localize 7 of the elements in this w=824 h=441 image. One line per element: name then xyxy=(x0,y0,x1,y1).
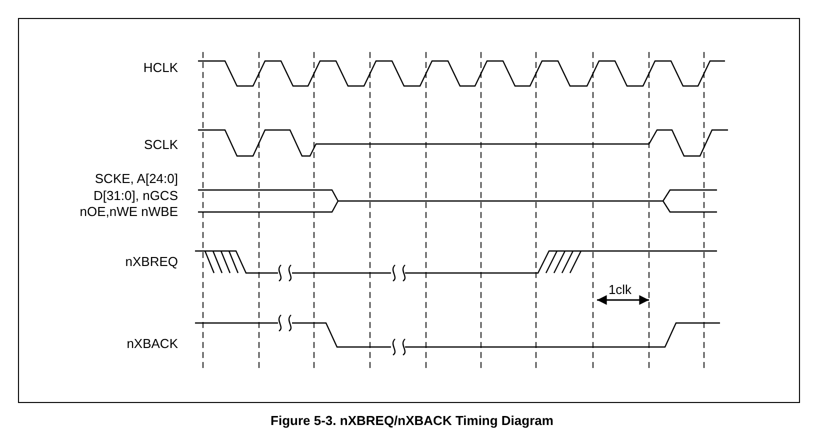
signal-label: nXBREQ xyxy=(125,254,178,270)
signal-label: SCKE, A[24:0] D[31:0], nGCS nOE,nWE nWBE xyxy=(78,171,178,220)
signal-label: nXBACK xyxy=(126,336,178,352)
figure-caption: Figure 5-3. nXBREQ/nXBACK Timing Diagram xyxy=(270,413,554,428)
signal-label: HCLK xyxy=(143,60,178,76)
signal-label: SCLK xyxy=(144,137,178,154)
dimension-label: 1clk xyxy=(607,282,633,298)
